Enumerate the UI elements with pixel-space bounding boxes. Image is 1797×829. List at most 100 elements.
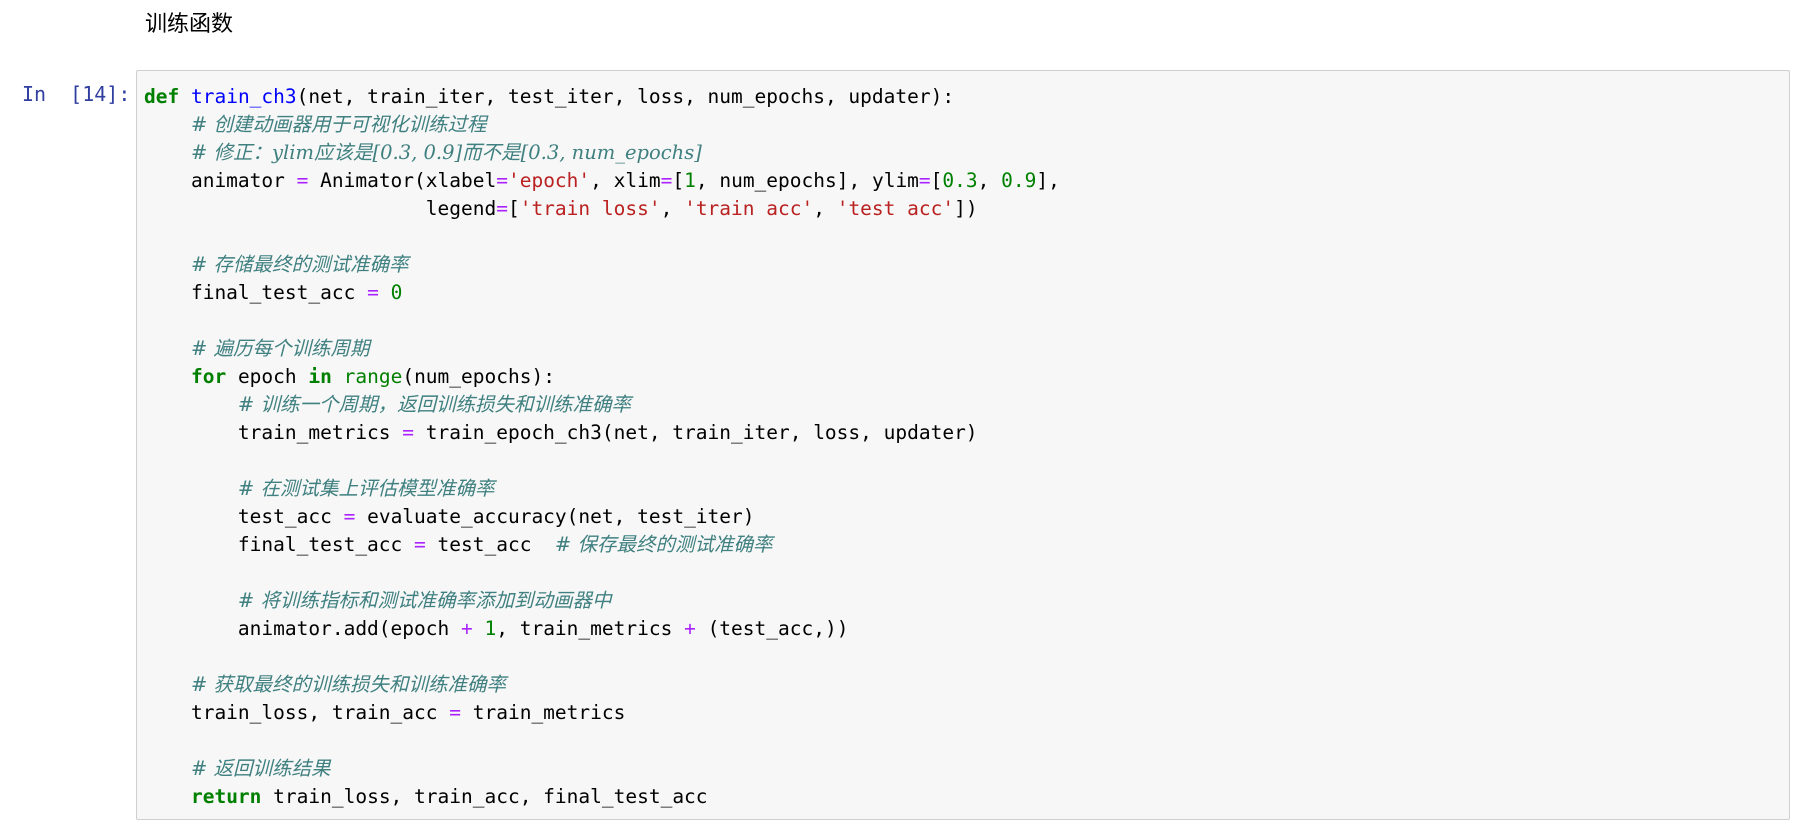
code-token: animator	[144, 169, 297, 192]
code-token: =	[918, 169, 931, 192]
code-token: for	[190, 365, 227, 388]
code-line[interactable]: # 在测试集上评估模型准确率	[144, 475, 1060, 503]
code-token: train_metrics	[461, 701, 626, 724]
code-token: final_test_acc	[144, 533, 415, 556]
code-line[interactable]: final_test_acc = test_acc # 保存最终的测试准确率	[144, 531, 1060, 559]
code-token: ])	[954, 197, 978, 220]
code-cell-editor[interactable]: def train_ch3(net, train_iter, test_iter…	[136, 70, 1790, 820]
code-token	[144, 253, 191, 276]
code-token: train_loss, train_acc	[144, 701, 450, 724]
code-token	[144, 673, 191, 696]
code-token: # 遍历每个训练周期	[190, 337, 370, 360]
code-line[interactable]: # 返回训练结果	[144, 755, 1060, 783]
code-token	[144, 141, 191, 164]
code-line[interactable]: # 遍历每个训练周期	[144, 335, 1060, 363]
code-block[interactable]: def train_ch3(net, train_iter, test_iter…	[144, 83, 1060, 811]
code-token: 'test acc'	[836, 197, 955, 220]
code-token: 'train loss'	[519, 197, 661, 220]
code-line[interactable]	[144, 447, 1060, 475]
code-token: 1	[684, 169, 696, 192]
code-token: ,	[660, 197, 685, 220]
code-line[interactable]: # 获取最终的训练损失和训练准确率	[144, 671, 1060, 699]
code-token: (num_epochs):	[402, 365, 555, 388]
code-token: =	[402, 421, 415, 444]
code-token: # 训练一个周期，返回训练损失和训练准确率	[237, 393, 631, 416]
code-token	[144, 477, 238, 500]
code-token: # 将训练指标和测试准确率添加到动画器中	[237, 589, 612, 612]
code-token: [	[672, 169, 685, 192]
code-token: (test_acc,))	[695, 617, 849, 640]
code-line[interactable]	[144, 559, 1060, 587]
code-line[interactable]: # 训练一个周期，返回训练损失和训练准确率	[144, 391, 1060, 419]
code-token: [	[507, 197, 520, 220]
code-token: ,	[813, 197, 837, 220]
code-line[interactable]: animator.add(epoch + 1, train_metrics + …	[144, 615, 1060, 643]
code-token: =	[496, 169, 508, 192]
code-token: train_loss, train_acc, final_test_acc	[261, 785, 708, 808]
code-line[interactable]: test_acc = evaluate_accuracy(net, test_i…	[144, 503, 1060, 531]
code-line[interactable]: # 创建动画器用于可视化训练过程	[144, 111, 1060, 139]
code-line[interactable]: legend=['train loss', 'train acc', 'test…	[144, 195, 1060, 223]
code-token: [	[930, 169, 943, 192]
code-token: # 获取最终的训练损失和训练准确率	[190, 673, 507, 696]
code-token: animator.add(epoch	[144, 617, 461, 640]
code-token	[144, 589, 238, 612]
code-token: # 在测试集上评估模型准确率	[237, 477, 495, 500]
code-token: return	[190, 785, 262, 808]
code-token: , xlim	[590, 169, 661, 192]
code-line[interactable]	[144, 727, 1060, 755]
code-line[interactable]: # 存储最终的测试准确率	[144, 251, 1060, 279]
code-token: train_epoch_ch3(net, train_iter, loss, u…	[414, 421, 978, 444]
code-token: ,	[977, 169, 1002, 192]
code-token: legend	[144, 197, 497, 220]
code-token: test_acc	[144, 505, 344, 528]
code-line[interactable]: # 修正：ylim应该是[0.3, 0.9]而不是[0.3, num_epoch…	[144, 139, 1060, 167]
code-token: =	[367, 281, 379, 304]
code-token: +	[684, 617, 696, 640]
code-token: =	[496, 197, 508, 220]
code-line[interactable]: def train_ch3(net, train_iter, test_iter…	[144, 83, 1060, 111]
code-token	[144, 785, 191, 808]
code-token: =	[449, 701, 461, 724]
code-token: 'epoch'	[507, 169, 591, 192]
code-line[interactable]	[144, 643, 1060, 671]
code-line[interactable]	[144, 223, 1060, 251]
code-token: 'train acc'	[684, 197, 814, 220]
code-token: # 返回训练结果	[190, 757, 331, 780]
cell-prompt: In [14]:	[22, 82, 131, 106]
code-token	[144, 113, 191, 136]
code-token: # 修正：ylim应该是[0.3, 0.9]而不是[0.3, num_epoch…	[190, 141, 702, 164]
code-line[interactable]: return train_loss, train_acc, final_test…	[144, 783, 1060, 811]
code-line[interactable]: for epoch in range(num_epochs):	[144, 363, 1060, 391]
code-token: =	[660, 169, 673, 192]
code-token: =	[343, 505, 356, 528]
code-token: range	[343, 365, 403, 388]
code-token	[144, 337, 191, 360]
code-token: final_test_acc	[144, 281, 368, 304]
code-line[interactable]	[144, 307, 1060, 335]
code-line[interactable]: train_metrics = train_epoch_ch3(net, tra…	[144, 419, 1060, 447]
code-token: =	[296, 169, 309, 192]
code-token: # 创建动画器用于可视化训练过程	[190, 113, 487, 136]
code-token: (net, train_iter, test_iter, loss, num_e…	[296, 85, 955, 108]
code-token: 1	[484, 617, 497, 640]
markdown-heading: 训练函数	[145, 12, 234, 37]
code-token	[179, 85, 191, 108]
code-token: +	[460, 617, 473, 640]
code-token: evaluate_accuracy(net, test_iter)	[355, 505, 755, 528]
code-line[interactable]: final_test_acc = 0	[144, 279, 1060, 307]
code-token: , num_epochs], ylim	[695, 169, 919, 192]
code-token	[144, 365, 191, 388]
code-token	[379, 281, 391, 304]
code-token: Animator(xlabel	[308, 169, 497, 192]
code-line[interactable]: # 将训练指标和测试准确率添加到动画器中	[144, 587, 1060, 615]
code-token: def	[144, 85, 180, 108]
code-token: =	[414, 533, 426, 556]
code-token: in	[308, 365, 332, 388]
code-token: train_metrics	[144, 421, 403, 444]
code-token: 0	[390, 281, 403, 304]
code-token: , train_metrics	[496, 617, 685, 640]
code-line[interactable]: train_loss, train_acc = train_metrics	[144, 699, 1060, 727]
code-line[interactable]: animator = Animator(xlabel='epoch', xlim…	[144, 167, 1060, 195]
code-token	[473, 617, 485, 640]
